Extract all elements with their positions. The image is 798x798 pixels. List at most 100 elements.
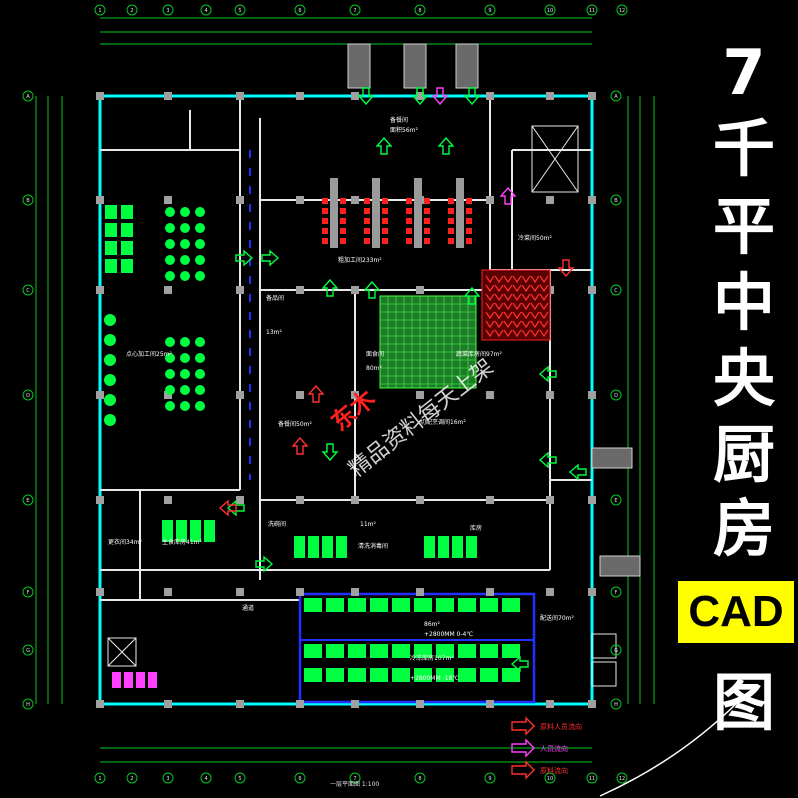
- axis-label: 10: [547, 8, 553, 14]
- kitchen-equipment: [104, 178, 520, 688]
- column: [486, 496, 494, 504]
- stove-burner: [165, 369, 175, 379]
- hatch-mark: [539, 293, 549, 302]
- flow-arrow: [226, 499, 245, 517]
- axis-label: F: [27, 590, 30, 596]
- cooking-pot: [104, 394, 116, 406]
- prep-seat: [406, 238, 412, 244]
- column: [164, 700, 172, 708]
- hatch-mark: [530, 302, 540, 311]
- axis-label: 7: [353, 776, 356, 782]
- cooking-pot: [104, 334, 116, 346]
- axis-label: 9: [488, 8, 491, 14]
- storage-rack: [502, 668, 520, 682]
- stove-burner: [180, 207, 190, 217]
- hatch-mark: [503, 311, 513, 320]
- column: [296, 391, 304, 399]
- prep-seat: [466, 208, 472, 214]
- flow-arrow: [568, 463, 587, 481]
- storage-rack: [392, 668, 410, 682]
- hatch-mark: [521, 302, 531, 311]
- stove-burner: [180, 255, 190, 265]
- cad-badge: CAD: [678, 581, 794, 643]
- prep-seat: [448, 218, 454, 224]
- axis-bubble: [616, 772, 628, 784]
- legend-arrow: [511, 738, 535, 758]
- axis-bubble: [94, 4, 106, 16]
- column: [416, 286, 424, 294]
- grid-lines: [380, 296, 476, 388]
- prep-seat: [382, 218, 388, 224]
- column: [546, 700, 554, 708]
- axis-bubble: [22, 194, 34, 206]
- flow-arrows: [218, 87, 587, 673]
- column: [546, 92, 554, 100]
- column: [296, 496, 304, 504]
- storage-rack: [458, 598, 476, 612]
- column: [486, 700, 494, 708]
- storage-rack: [348, 598, 366, 612]
- prep-seat: [364, 218, 370, 224]
- storage-rack: [304, 598, 322, 612]
- stove-burner: [180, 385, 190, 395]
- column: [486, 196, 494, 204]
- axis-bubble: [349, 772, 361, 784]
- column: [296, 700, 304, 708]
- column: [416, 588, 424, 596]
- truck: [599, 555, 641, 577]
- prep-seat: [466, 218, 472, 224]
- axis-label: E: [614, 498, 617, 504]
- hatch-mark: [530, 311, 540, 320]
- axis-bubble: [610, 194, 622, 206]
- axis-label: 11: [589, 8, 595, 14]
- storage-rack: [370, 644, 388, 658]
- hatch-mark: [512, 311, 522, 320]
- cooking-pot: [104, 374, 116, 386]
- tank: [148, 672, 157, 688]
- column: [96, 286, 104, 294]
- room-label: 备餐间50m²: [278, 420, 312, 428]
- storage-rack: [294, 536, 305, 558]
- column: [164, 196, 172, 204]
- axis-bubble: [294, 772, 306, 784]
- column: [164, 92, 172, 100]
- axis-bubble: [126, 4, 138, 16]
- flow-arrow: [411, 87, 429, 106]
- hatch-mark: [485, 302, 495, 311]
- cooking-pot: [104, 354, 116, 366]
- flow-arrow: [218, 499, 237, 517]
- axis-bubble: [162, 772, 174, 784]
- tank: [136, 672, 145, 688]
- stove-burner: [195, 337, 205, 347]
- column: [588, 196, 596, 204]
- axis-label: 3: [166, 776, 169, 782]
- hatch-mark: [494, 302, 504, 311]
- equipment-unit: [121, 241, 133, 255]
- prep-seat: [340, 238, 346, 244]
- axis-bubble: [484, 772, 496, 784]
- storage-rack: [162, 520, 173, 542]
- column: [296, 92, 304, 100]
- truck: [455, 43, 479, 89]
- prep-seat: [340, 228, 346, 234]
- stair-shaft: [107, 125, 617, 687]
- axis-label: 7: [353, 8, 356, 14]
- decorative-curve: [599, 699, 741, 797]
- storage-rack: [190, 520, 201, 542]
- storage-rack: [436, 644, 454, 658]
- axis-label: B: [26, 198, 30, 204]
- room-label: 切配烹调间16m²: [420, 418, 466, 426]
- prep-table: [372, 178, 380, 248]
- flow-arrow: [321, 278, 339, 297]
- flow-arrow: [307, 384, 325, 403]
- hatch-mark: [530, 293, 540, 302]
- legend-label: 人员流向: [540, 744, 568, 753]
- hatch-mark: [539, 320, 549, 329]
- room-label: 更衣间34m²: [108, 538, 142, 546]
- axis-bubble: [610, 698, 622, 710]
- axis-label: 3: [166, 8, 169, 14]
- storage-rack: [452, 536, 463, 558]
- column: [236, 391, 244, 399]
- stove-burner: [180, 369, 190, 379]
- storage-rack: [502, 598, 520, 612]
